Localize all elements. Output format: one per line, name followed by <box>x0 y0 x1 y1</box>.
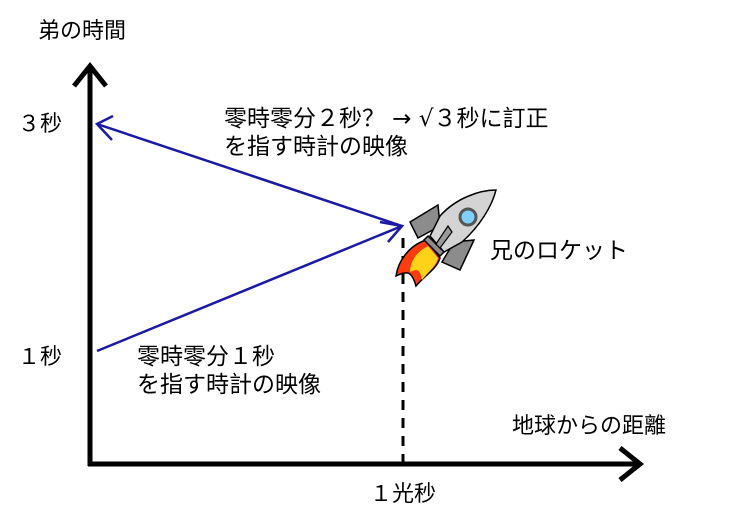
annotation-lower-line2: を指す時計の映像 <box>137 372 321 398</box>
ray-upper <box>96 122 403 228</box>
y-axis-arrowhead <box>72 61 108 88</box>
annotation-upper-line2: を指す時計の映像 <box>224 134 408 160</box>
x-axis-arrowhead <box>618 446 645 482</box>
x-tick-label-1-light-second: １光秒 <box>370 482 437 507</box>
rocket-label: 兄のロケット <box>490 238 628 264</box>
ray-lower <box>96 224 403 353</box>
annotation-lower-line1: 零時零分１秒 <box>137 344 275 370</box>
rocket-icon <box>395 189 497 288</box>
y-tick-label-3s: ３秒 <box>18 112 63 137</box>
annotation-upper-line1: 零時零分２秒？ → √３秒に訂正 <box>224 106 549 132</box>
x-axis-label: 地球からの距離 <box>512 414 667 439</box>
ray-upper-arrowhead <box>94 114 114 141</box>
y-tick-label-1s: １秒 <box>18 345 63 370</box>
y-axis-label: 弟の時間 <box>38 19 127 44</box>
